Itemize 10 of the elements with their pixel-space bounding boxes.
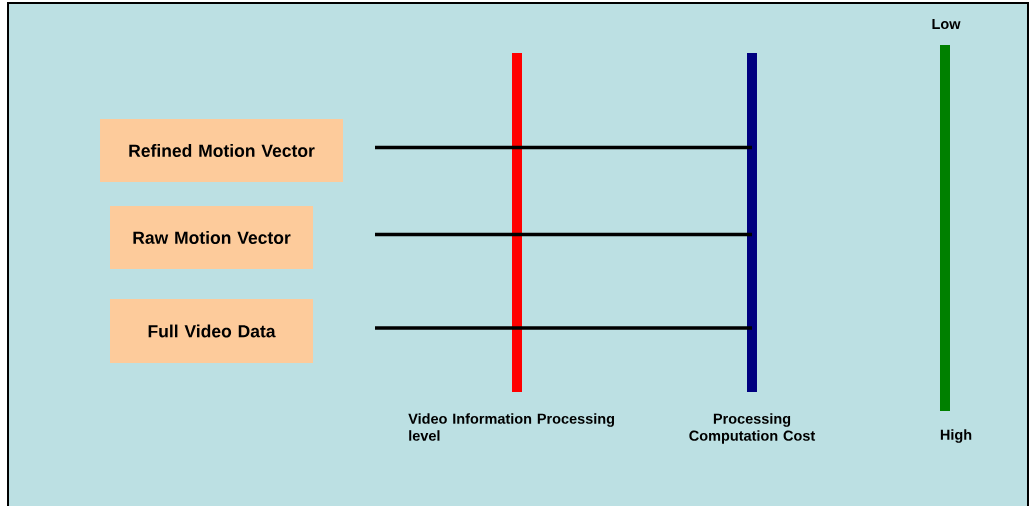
connector-line (375, 145, 752, 150)
connector-line (375, 232, 752, 237)
bar-caption: Processing Computation Cost (689, 413, 816, 444)
connector-line (375, 326, 752, 330)
bar-caption: Low (932, 18, 961, 30)
label-box: Raw Motion Vector (110, 206, 313, 269)
label-box: Full Video Data (110, 299, 313, 363)
label-box: Refined Motion Vector (100, 119, 343, 182)
bar-caption: Video Information Processing level (408, 413, 615, 441)
bar-caption: High (940, 429, 972, 443)
